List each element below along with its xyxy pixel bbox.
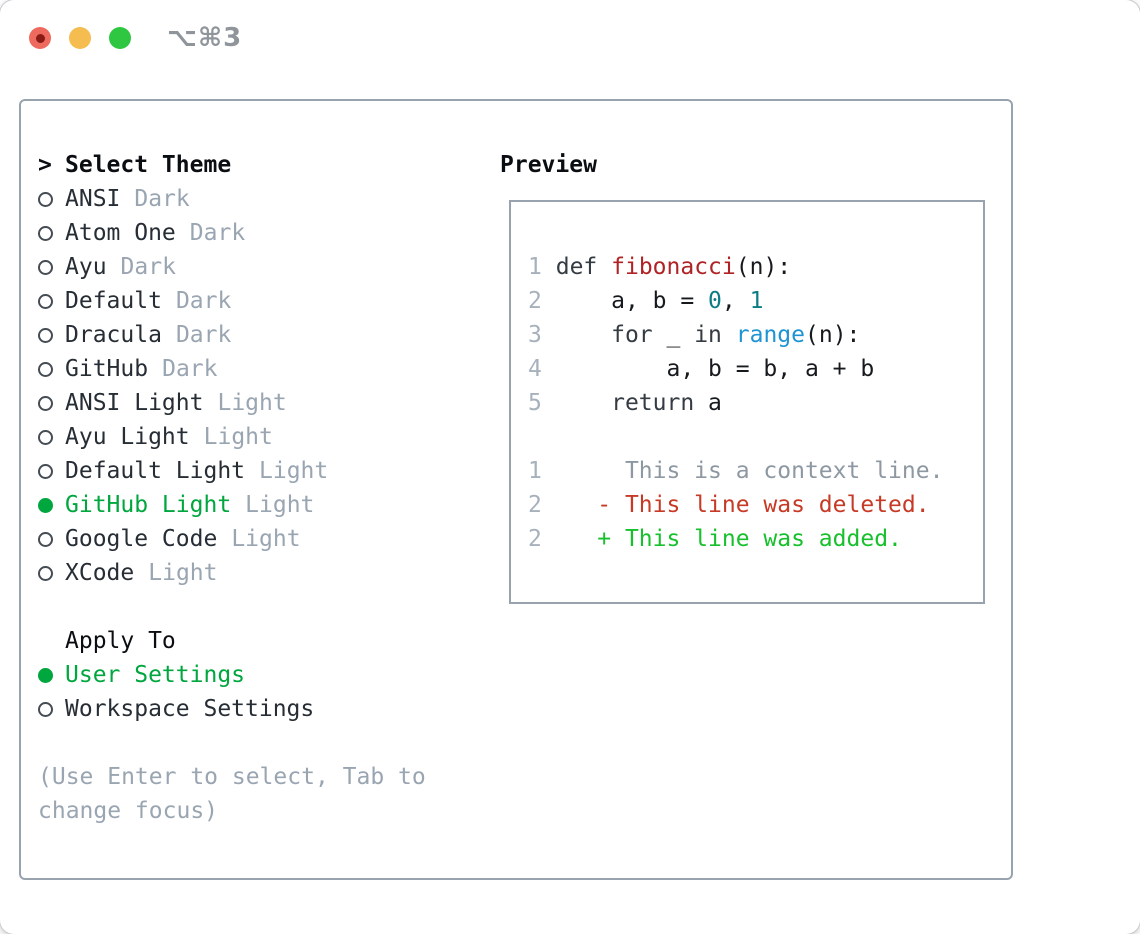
theme-option-label: ANSI Light [65,390,204,416]
theme-variant-label: Dark [162,356,218,382]
apply-to-header-label: Apply To [65,628,176,654]
close-button[interactable] [29,27,51,49]
radio-unselected-icon [38,361,65,377]
code-line: 4 a, b = b, a + b [528,356,875,382]
radio-unselected-icon [38,225,65,241]
theme-option-github[interactable]: GitHub Dark [38,352,426,386]
code-preview: 1 def fibonacci(n): 2 a, b = 0, 1 3 for _ … [528,250,943,556]
radio-unselected-icon [38,259,65,275]
apply-option-workspace-settings[interactable]: Workspace Settings [38,692,426,726]
keyboard-hint: (Use Enter to select, Tab to change focu… [38,760,426,828]
theme-variant-label: Dark [189,220,246,246]
spacer [38,726,426,760]
radio-unselected-icon [38,463,65,479]
theme-variant-label: Dark [175,322,232,348]
code-blank-line [528,420,943,454]
radio-unselected-icon [38,531,65,547]
theme-option-ayu-light[interactable]: Ayu Light Light [38,420,426,454]
theme-variant-label: Dark [120,254,176,280]
line-number: 2 [528,526,542,552]
line-number: 2 [528,288,542,314]
radio-unselected-icon [38,191,65,207]
theme-option-label: Default Light [65,458,246,484]
radio-unselected-icon [38,565,65,581]
theme-option-default-light[interactable]: Default Light Light [38,454,426,488]
preview-header: Preview [500,152,597,178]
theme-option-label: Google Code [65,526,218,552]
radio-selected-icon [38,497,65,513]
theme-option-label: GitHub Light [65,492,232,518]
theme-option-atom-one[interactable]: Atom One Dark [38,216,426,250]
hint-line-2: change focus) [38,798,219,824]
theme-variant-label: Light [231,526,301,552]
theme-option-label: GitHub [65,356,149,382]
radio-unselected-icon [38,395,65,411]
window-titlebar: ⌥⌘3 [29,23,243,53]
theme-variant-label: Dark [175,288,232,314]
code-line: 2 + This line was added. [528,526,902,552]
radio-selected-icon [38,667,65,683]
theme-option-dracula[interactable]: Dracula Dark [38,318,426,352]
theme-option-label: Atom One [65,220,176,246]
spacer [38,590,426,624]
theme-variant-label: Dark [134,186,190,212]
theme-option-xcode[interactable]: XCode Light [38,556,426,590]
line-number: 4 [528,356,542,382]
theme-variant-label: Light [259,458,329,484]
code-line: 5 return a [528,390,722,416]
line-number: 3 [528,322,542,348]
line-number: 5 [528,390,542,416]
theme-variant-label: Light [203,424,273,450]
hint-line-1: (Use Enter to select, Tab to [38,764,426,790]
theme-option-label: XCode [65,560,135,586]
code-line: 1 This is a context line. [528,458,944,484]
theme-option-label: ANSI [65,186,121,212]
window-title: ⌥⌘3 [167,23,243,53]
code-line: 2 - This line was deleted. [528,492,930,518]
theme-option-label: Ayu Light [65,424,190,450]
radio-unselected-icon [38,293,65,309]
apply-option-user-settings[interactable]: User Settings [38,658,426,692]
code-line: 3 for _ in range(n): [528,322,861,348]
theme-variant-label: Light [148,560,218,586]
apply-option-label: User Settings [65,662,246,688]
select-theme-header: > Select Theme [38,148,426,182]
cursor-prefix: > [38,152,52,178]
theme-option-label: Default [65,288,162,314]
theme-variant-label: Light [217,390,287,416]
maximize-button[interactable] [109,27,131,49]
theme-option-github-light[interactable]: GitHub Light Light [38,488,426,522]
theme-option-google-code[interactable]: Google Code Light [38,522,426,556]
radio-unselected-icon [38,429,65,445]
line-number: 1 [528,254,542,280]
theme-variant-label: Light [245,492,315,518]
radio-unselected-icon [38,701,65,717]
preview-box: 1 def fibonacci(n): 2 a, b = 0, 1 3 for _ … [509,200,985,604]
close-modified-dot-icon [36,34,45,43]
line-number: 1 [528,458,542,484]
apply-option-label: Workspace Settings [65,696,315,722]
minimize-button[interactable] [69,27,91,49]
theme-option-default[interactable]: Default Dark [38,284,426,318]
theme-option-ansi-light[interactable]: ANSI Light Light [38,386,426,420]
radio-unselected-icon [38,327,65,343]
theme-option-label: Ayu [65,254,107,280]
line-number: 2 [528,492,542,518]
theme-option-ansi[interactable]: ANSI Dark [38,182,426,216]
theme-option-ayu[interactable]: Ayu Dark [38,250,426,284]
code-line: 1 def fibonacci(n): [528,254,792,280]
code-line: 2 a, b = 0, 1 [528,288,764,314]
theme-option-label: Dracula [65,322,162,348]
select-theme-header-label: Select Theme [65,152,232,178]
apply-to-header: Apply To [38,624,426,658]
